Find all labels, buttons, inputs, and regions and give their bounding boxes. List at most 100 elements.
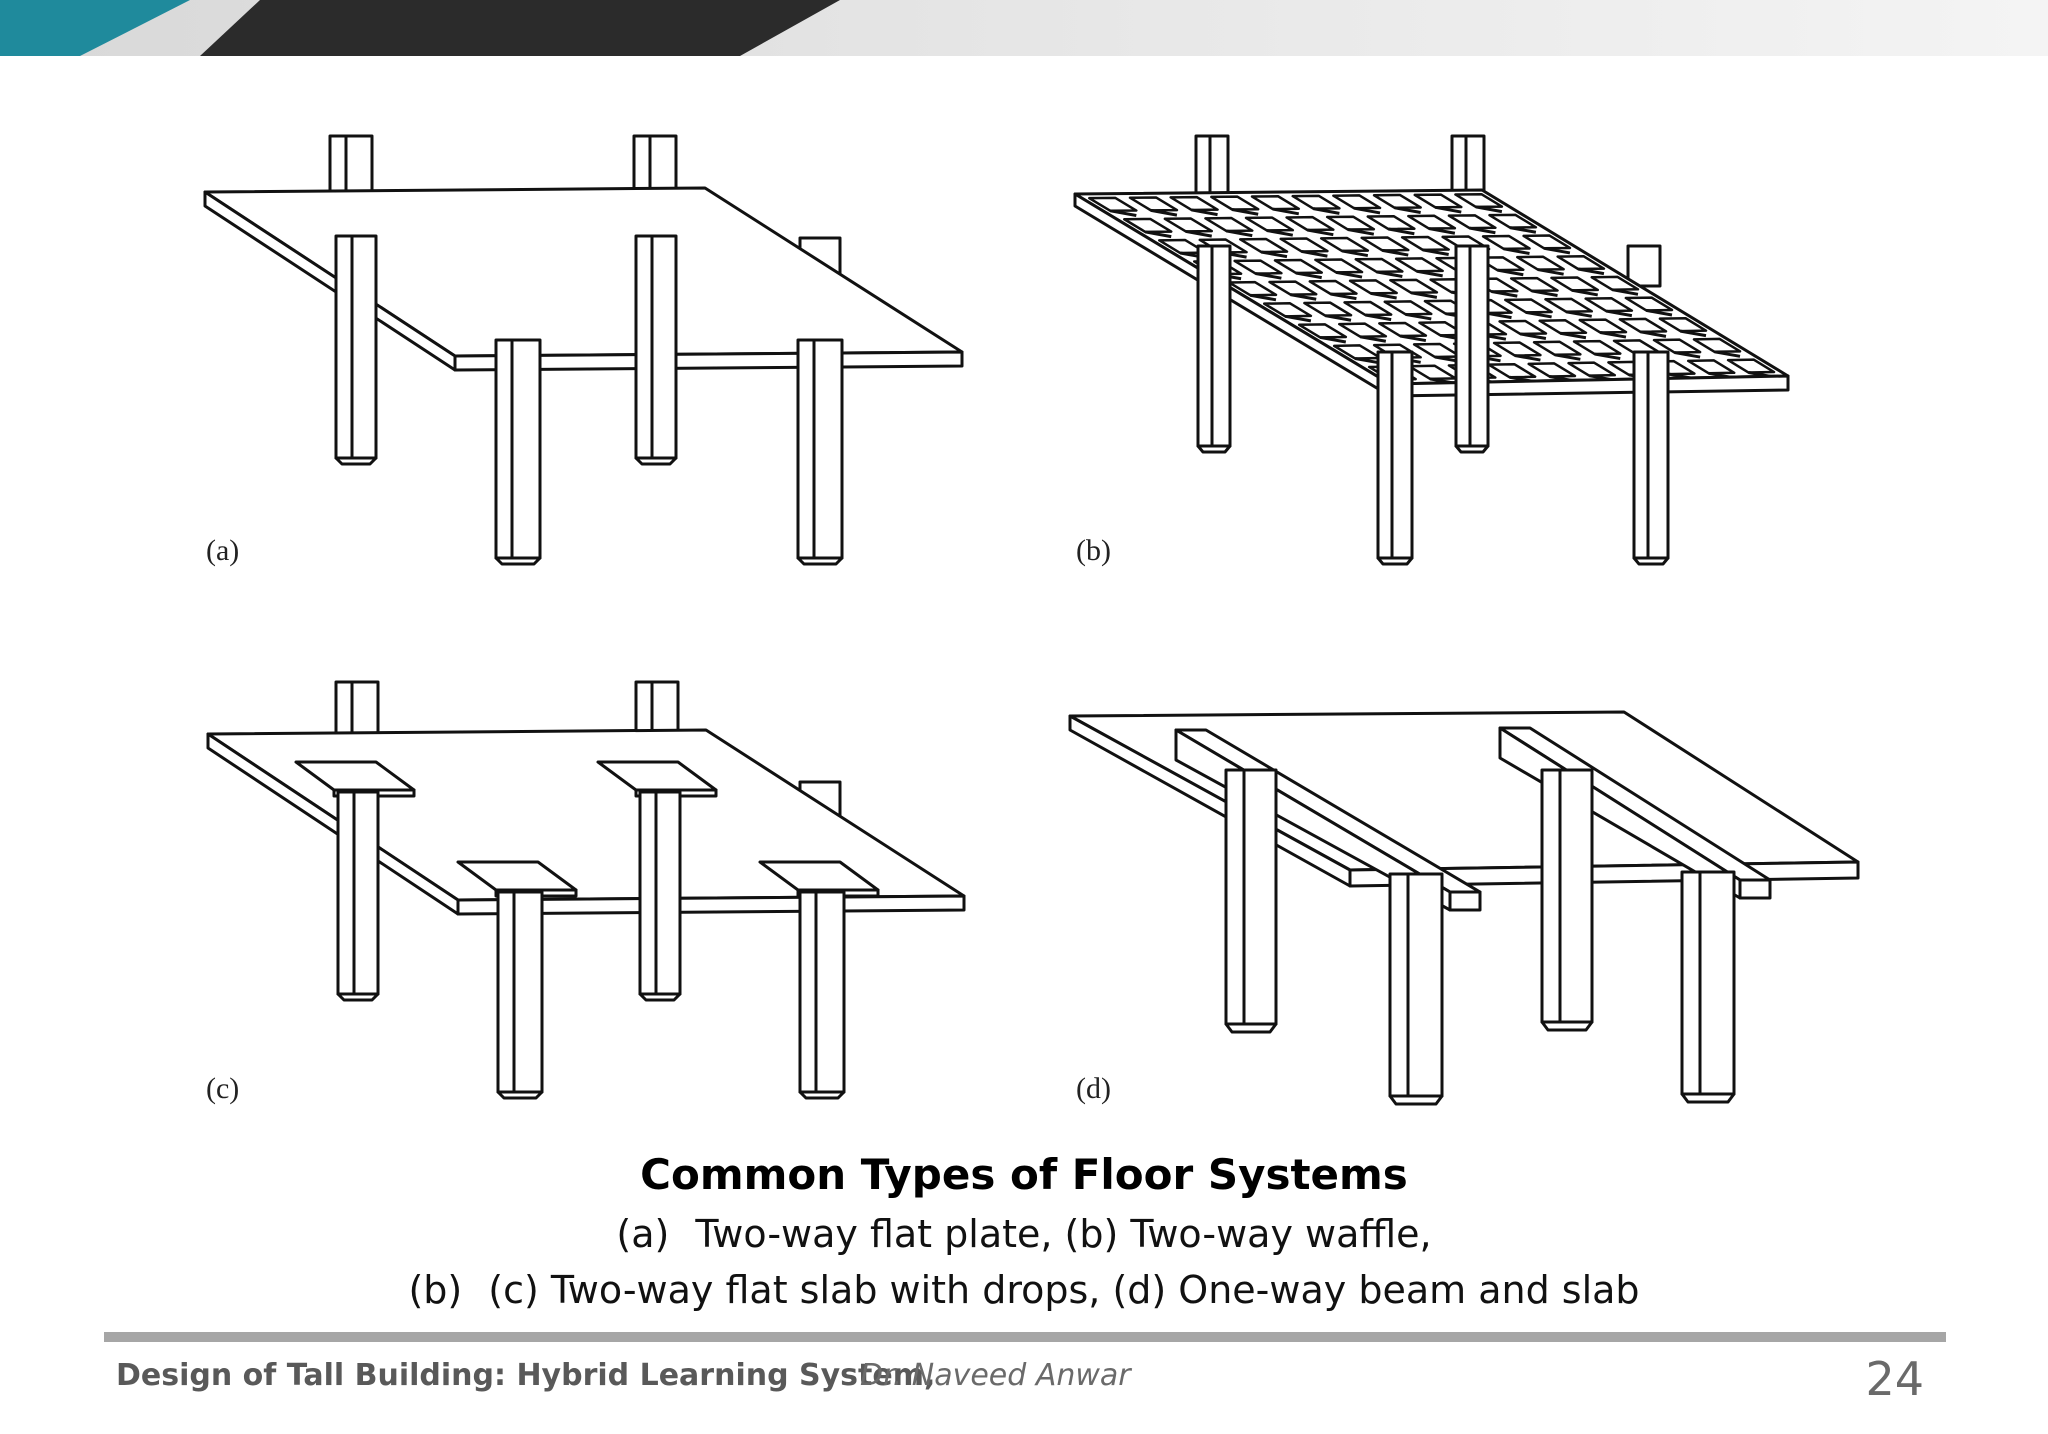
caption-title: Common Types of Floor Systems	[640, 1150, 1408, 1199]
waffle-rib-edge	[1646, 308, 1673, 317]
waffle-rib-edge	[1365, 313, 1392, 322]
waffle-pocket	[1250, 195, 1301, 211]
panel-b-label: (b)	[1076, 534, 1111, 567]
waffle-pocket	[1498, 319, 1548, 336]
waffle-rib-edge	[1469, 226, 1496, 235]
caption-line-1: (a)Two-way flat plate, (b) Two-way waffl…	[0, 1212, 2048, 1256]
waffle-rib-edge	[1388, 227, 1415, 236]
waffle-rib-edge	[1416, 269, 1443, 278]
waffle-pocket	[1128, 196, 1179, 212]
waffle-pocket	[1308, 279, 1358, 296]
waffle-rib-edge	[1503, 247, 1530, 255]
waffle-pocket	[1447, 214, 1497, 230]
waffle-rib-edge	[1600, 331, 1627, 339]
waffle-pocket	[1163, 217, 1213, 233]
waffle-pocket	[1303, 301, 1353, 317]
waffle-rib-edge	[1514, 354, 1541, 362]
waffle-pocket	[1268, 280, 1318, 296]
waffle-rib-edge	[1554, 353, 1581, 361]
waffle-rib-edge	[1422, 248, 1449, 257]
waffle-pocket	[1262, 302, 1313, 318]
waffle-rib-edge	[1255, 272, 1282, 280]
waffle-pocket	[1123, 217, 1173, 234]
waffle-pocket	[1413, 193, 1463, 209]
waffle-rib-edge	[1543, 246, 1571, 255]
waffle-rib-edge	[1145, 230, 1172, 239]
waffle-pocket	[1372, 193, 1422, 210]
waffle-rib-edge	[1191, 208, 1218, 217]
waffle-rib-edge	[1307, 228, 1334, 237]
waffle-rib-edge	[1405, 312, 1432, 321]
waffle-pocket	[1590, 275, 1640, 291]
waffle-pocket	[1532, 340, 1582, 357]
waffle-rib-edge	[1150, 208, 1178, 217]
waffle-rib-edge	[1714, 350, 1741, 358]
waffle-pocket	[1291, 194, 1341, 210]
waffle-pocket	[1692, 337, 1742, 354]
waffle-rib-edge	[1226, 229, 1253, 238]
waffle-pocket	[1658, 317, 1708, 333]
panel-c-label: (c)	[206, 1072, 239, 1105]
waffle-pocket	[1407, 214, 1457, 230]
waffle-pocket	[1169, 195, 1219, 212]
waffle-rib-edge	[1640, 330, 1667, 338]
waffle-pocket	[1314, 258, 1364, 274]
waffle-pocket	[1572, 339, 1622, 356]
waffle-rib-edge	[1605, 309, 1633, 318]
banner-dark-shape	[200, 0, 840, 56]
waffle-rib-edge	[1531, 289, 1558, 298]
waffle-pocket	[1354, 257, 1404, 274]
waffle-rib-edge	[1295, 271, 1322, 280]
top-banner	[0, 0, 2048, 56]
waffle-pocket	[1244, 216, 1295, 232]
waffle-rib-grid	[1088, 192, 1776, 386]
caption-line-1-text: Two-way flat plate, (b) Two-way waffle,	[695, 1212, 1432, 1256]
caption-line-2-tag: (b)	[408, 1268, 463, 1312]
waffle-rib-edge	[1520, 332, 1547, 340]
waffle-pocket	[1233, 259, 1283, 275]
waffle-rib-edge	[1330, 292, 1357, 301]
waffle-rib-edge	[1347, 228, 1375, 236]
panel-a-flat-plate: (a)	[203, 134, 964, 567]
waffle-pocket	[1618, 317, 1668, 334]
waffle-pocket	[1400, 235, 1450, 252]
waffle-rib-edge	[1565, 310, 1593, 318]
waffle-rib-edge	[1525, 310, 1552, 319]
waffle-pocket	[1228, 280, 1278, 297]
waffle-pocket	[1686, 359, 1736, 375]
waffle-rib-edge	[1260, 250, 1288, 259]
waffle-rib-edge	[1382, 248, 1409, 257]
waffle-pocket	[1285, 215, 1335, 232]
waffle-rib-edge	[1335, 270, 1363, 279]
waffle-pocket	[1504, 298, 1553, 314]
waffle-pocket	[1481, 234, 1531, 251]
waffle-pocket	[1394, 257, 1444, 273]
waffle-pocket	[1522, 234, 1572, 250]
waffle-rib-edge	[1185, 229, 1213, 238]
waffle-rib-edge	[1325, 314, 1352, 322]
waffle-rib-edge	[1249, 293, 1277, 302]
footer-course-title: Design of Tall Building: Hybrid Learning…	[116, 1358, 936, 1393]
waffle-rib-edge	[1110, 209, 1137, 218]
waffle-pocket	[1556, 254, 1606, 271]
waffle-pocket	[1492, 341, 1542, 357]
waffle-rib-edge	[1594, 352, 1621, 361]
waffle-rib-edge	[1435, 205, 1462, 214]
waffle-pocket	[1319, 236, 1370, 253]
waffle-rib-edge	[1370, 291, 1397, 300]
waffle-pocket	[1550, 276, 1599, 292]
waffle-pocket	[1273, 258, 1323, 275]
waffle-pocket	[1279, 237, 1329, 253]
panel-a-label: (a)	[206, 534, 239, 567]
waffle-pocket	[1210, 195, 1260, 211]
waffle-rib-edge	[1674, 351, 1701, 359]
waffle-rib-edge	[1290, 293, 1317, 301]
waffle-pocket	[1332, 194, 1382, 210]
panel-d-label: (d)	[1076, 1072, 1111, 1105]
waffle-rib-edge	[1611, 288, 1639, 296]
waffle-rib-edge	[1475, 205, 1503, 214]
waffle-pocket	[1348, 279, 1398, 295]
caption-line-2: (b)(c) Two-way flat slab with drops, (d)…	[0, 1268, 2048, 1312]
waffle-pocket	[1360, 236, 1410, 252]
